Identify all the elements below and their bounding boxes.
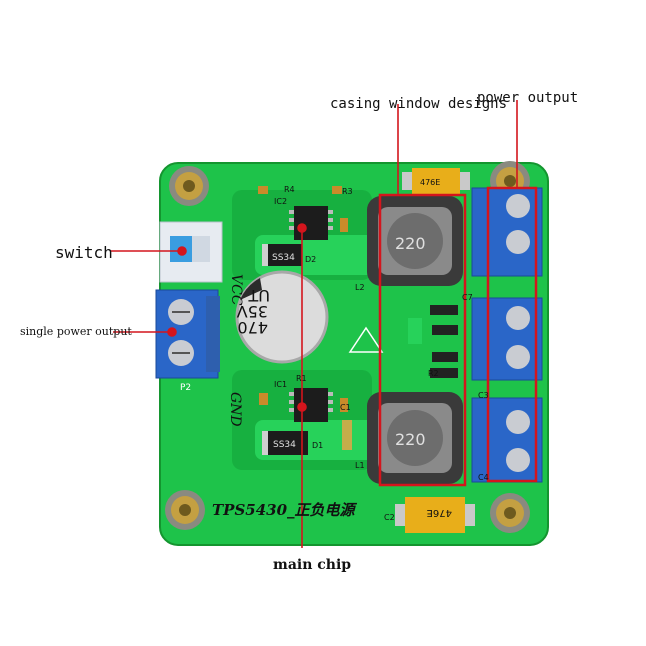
d1-label: D1 bbox=[312, 441, 323, 450]
inductor-top-marking: 220 bbox=[395, 234, 426, 253]
c3-label: C3 bbox=[478, 391, 489, 400]
r4-label: R4 bbox=[284, 185, 295, 194]
single-output-terminal bbox=[155, 289, 220, 379]
c7-label: C7 bbox=[462, 293, 473, 302]
power-output-terminals bbox=[471, 187, 543, 483]
ic-top-label: IC2 bbox=[274, 197, 287, 206]
electrolytic-capacitor bbox=[235, 270, 329, 364]
smd-components bbox=[258, 186, 458, 450]
c1-label: C1 bbox=[340, 403, 351, 412]
vcc-label: VCC bbox=[228, 274, 244, 306]
main-chip-label: main chip bbox=[273, 557, 352, 573]
power-output-label: power output bbox=[477, 90, 579, 106]
r2-label: R2 bbox=[428, 369, 439, 378]
ic-chip-top bbox=[289, 206, 333, 240]
diode-top-marking: SS34 bbox=[272, 253, 295, 263]
mounting-screw-bottom-right bbox=[490, 493, 530, 533]
r1-label: R1 bbox=[296, 374, 307, 383]
slide-switch bbox=[159, 221, 223, 283]
casing-highlight-box bbox=[378, 193, 467, 487]
gnd-label: GND bbox=[227, 392, 243, 427]
capacitor-marking-3: UT bbox=[248, 286, 270, 305]
leader-lines bbox=[110, 100, 518, 548]
d2-label: D2 bbox=[305, 255, 316, 264]
c4-label: C4 bbox=[478, 473, 489, 482]
diode-top bbox=[262, 244, 302, 266]
capacitor-marking-1: 470 bbox=[237, 318, 268, 337]
switch-label: switch bbox=[55, 243, 113, 262]
board-title: TPS5430_正负电源 bbox=[212, 501, 358, 519]
tantalum-top-marking: 476E bbox=[420, 178, 440, 187]
inductor-top bbox=[367, 196, 463, 286]
single-power-output-label: single power output bbox=[20, 325, 132, 338]
capacitor-marking-2: 35V bbox=[237, 302, 268, 321]
tantalum-capacitor-top bbox=[402, 168, 470, 194]
l1-label: L1 bbox=[355, 461, 365, 470]
silkscreen-text: 220 220 470 35V UT SS34 SS34 IC2 IC1 R4 … bbox=[180, 178, 489, 522]
mounting-screw-bottom-left bbox=[165, 490, 205, 530]
diode-bottom bbox=[262, 431, 308, 455]
diode-bottom-marking: SS34 bbox=[273, 440, 296, 450]
l2-label: L2 bbox=[355, 283, 365, 292]
mounting-screw-top-left bbox=[169, 166, 209, 206]
ic-chip-bottom bbox=[289, 388, 333, 422]
p2-label: P2 bbox=[180, 383, 191, 393]
inductor-bottom bbox=[367, 392, 463, 484]
ic-bottom-label: IC1 bbox=[274, 380, 287, 389]
r3-label: R3 bbox=[342, 187, 353, 196]
casing-window-designs-label: casing window designs bbox=[330, 96, 508, 112]
tantalum-capacitor-bottom bbox=[395, 497, 475, 533]
inductor-bottom-marking: 220 bbox=[395, 430, 426, 449]
tantalum-bottom-marking: 476E bbox=[427, 507, 452, 518]
power-output-highlight-box bbox=[486, 186, 538, 483]
c2-label: C2 bbox=[384, 513, 395, 522]
